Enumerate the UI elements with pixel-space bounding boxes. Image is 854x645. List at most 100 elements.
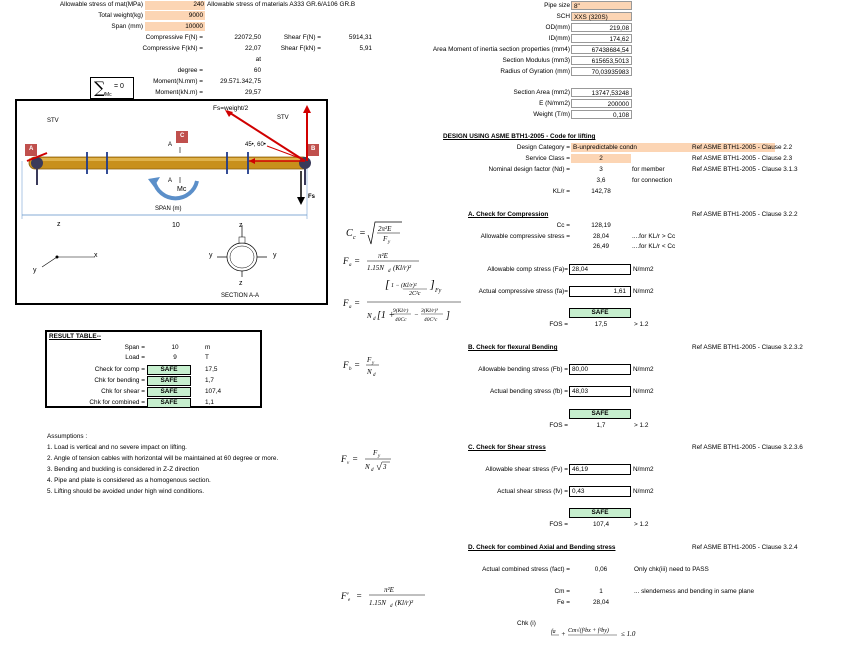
beam-diagram: STV STV Fs=weight/2 A B C A A 45•, 60• M… <box>15 99 328 305</box>
pipe-prop-label: Radius of Gyration (mm) <box>500 68 570 75</box>
formula-fe: F' e = π²E 1.15N d (Kl/r)² <box>340 582 431 614</box>
combined-act-value: 0,06 <box>594 566 608 573</box>
pipe-prop-label: Section Modulus (mm3) <box>502 57 570 64</box>
bending-fos-label: FOS = <box>549 422 568 429</box>
label-c: C <box>180 133 185 139</box>
comp-kn-label: Compressive F(kN) = <box>142 45 203 52</box>
cm-note: ... slenderness and bending in same plan… <box>634 588 755 595</box>
result-row-label: Check for comp = <box>94 366 145 373</box>
formula-fe-num: π²E <box>384 586 395 594</box>
act-shear-label: Actual shear stress (fv) = <box>497 488 568 495</box>
result-load-unit: T <box>205 354 209 361</box>
angle-label: 45•, 60• <box>245 142 266 148</box>
section-z-bottom: z <box>239 280 243 287</box>
bending-fos-cond: > 1.2 <box>634 422 649 429</box>
formula-chk-plus: + <box>561 630 566 638</box>
compression-title: A. Check for Compression <box>468 211 549 218</box>
formula-fa1-eq: = <box>354 256 360 266</box>
formula-fa2-one: 1 − (Kl/r)² <box>391 282 417 289</box>
service-class-label: Service Class = <box>525 155 570 162</box>
formula-fa1-den-sub: d <box>388 269 391 274</box>
formula-fv-lhs: F <box>341 454 347 464</box>
sum-eq: = 0 <box>114 83 124 90</box>
nd-ref: Ref ASME BTH1-2005 - Clause 3.1.3 <box>692 166 798 173</box>
label-a: A <box>29 146 34 152</box>
assumption-item: 3. Bending and buckling is considered in… <box>47 466 200 473</box>
moment-label: Mc <box>177 186 187 193</box>
pipe-prop-label: Area Moment of inertia section propertie… <box>432 46 570 53</box>
fb-box: 80,00 <box>569 364 631 375</box>
span-input[interactable]: 10000 <box>145 22 205 31</box>
pipe-prop-label: Pipe size <box>544 2 570 9</box>
combined-title: D. Check for combined Axial and Bending … <box>468 544 616 551</box>
formula-chk-fa: fa <box>551 628 556 635</box>
pipe-prop-label: Weight (T/m) <box>533 111 570 118</box>
shear-n-value: 5914,31 <box>348 34 372 41</box>
combined-act-label: Actual combined stress (fact) = <box>482 566 570 573</box>
axis-origin <box>55 255 59 259</box>
pipe-prop-value: 0,108 <box>571 110 632 119</box>
pipe-prop-value: 219,08 <box>571 23 632 32</box>
allow-comp-v2: 26,49 <box>593 243 609 250</box>
act-shear-unit: N/mm2 <box>633 488 654 495</box>
span-dim-value: 10 <box>172 222 180 229</box>
klr-label: KL/r = <box>552 188 570 195</box>
formula-fa1-num: π²E <box>378 252 389 260</box>
formula-fa2-lhs: F <box>343 298 349 308</box>
result-span-unit: m <box>205 344 211 351</box>
section-plate <box>238 236 246 244</box>
result-load-label: Load = <box>125 354 145 361</box>
formula-fa1-den: 1.15N <box>367 264 384 272</box>
formula-fb: F b = F y N d <box>342 352 393 382</box>
sum-symbol: ∑ <box>94 78 106 97</box>
cable-left <box>226 110 306 162</box>
service-class-select[interactable]: 2 <box>571 154 631 163</box>
marker-a <box>25 144 37 156</box>
formula-fv-sub: v <box>347 461 350 466</box>
fv-box: 46,19 <box>569 464 631 475</box>
bending-safe-badge: SAFE <box>569 409 631 419</box>
end-disc-left <box>31 157 43 169</box>
allow-comp-v1: 28,04 <box>593 233 609 240</box>
bending-fos-value: 1,7 <box>596 422 606 429</box>
section-y-left: y <box>209 252 213 259</box>
pipe-prop-label: SCH <box>556 13 571 20</box>
pipe-prop-label: Section Area (mm2) <box>513 89 570 96</box>
formula-fa2-svg: F a = [ 1 − (Kl/r)² 2C²c ] Fy N d [1 + 9… <box>342 277 461 323</box>
pipe-prop-input[interactable]: XXS (320S) <box>571 12 632 21</box>
result-status-badge: SAFE <box>147 398 191 408</box>
shear-kn-label: Shear F(kN) = <box>280 45 321 52</box>
stv-left-label: STV <box>47 118 59 124</box>
formula-fa2-lbr: [ <box>385 280 391 291</box>
nd-value-connection: 3,6 <box>596 177 606 184</box>
chk-label: Chk (i) <box>517 620 536 627</box>
compression-ref: Ref ASME BTH1-2005 - Clause 3.2.2 <box>692 211 798 218</box>
fv-label: Allowable shear stress (Fv) = <box>485 466 568 473</box>
formula-fa2: F a = [ 1 − (Kl/r)² 2C²c ] Fy N d [1 + 9… <box>342 277 463 330</box>
formula-fb-den: N <box>366 368 372 376</box>
pipe-prop-value: 615653,5013 <box>571 56 632 65</box>
section-inner-circle <box>229 245 255 269</box>
fb-value: 80,00 <box>572 366 588 373</box>
shear-ref: Ref ASME BTH1-2005 - Clause 3.2.3.6 <box>692 444 803 451</box>
fb-unit: N/mm2 <box>633 366 654 373</box>
axis-x-label: x <box>94 252 98 259</box>
pipe-prop-input[interactable]: 8" <box>571 1 632 10</box>
formula-fa2-rbr2: ] <box>445 310 450 321</box>
cm-value: 1 <box>599 588 603 595</box>
formula-fe-den-sub: d <box>390 604 393 609</box>
act-bend-value: 48,03 <box>572 388 588 395</box>
axis-z-label-1: z <box>57 221 61 228</box>
total-weight-label: Total weight(kg) <box>98 12 143 19</box>
design-category-select[interactable]: B-unpredictable condn <box>571 143 690 152</box>
degree-value: 60 <box>253 67 261 74</box>
pipe-prop-label: ID(mm) <box>548 35 570 42</box>
allow-mat-cell[interactable] <box>145 1 205 10</box>
formula-cc-eq: = <box>359 228 366 239</box>
total-weight-input[interactable]: 9000 <box>145 11 205 20</box>
horizontal-arrowhead <box>249 158 255 164</box>
shear-kn-value: 5,91 <box>359 45 372 52</box>
compression-fos-value: 17,5 <box>594 321 608 328</box>
formula-fb-eq: = <box>354 360 360 370</box>
fe-label: Fe = <box>557 599 570 606</box>
